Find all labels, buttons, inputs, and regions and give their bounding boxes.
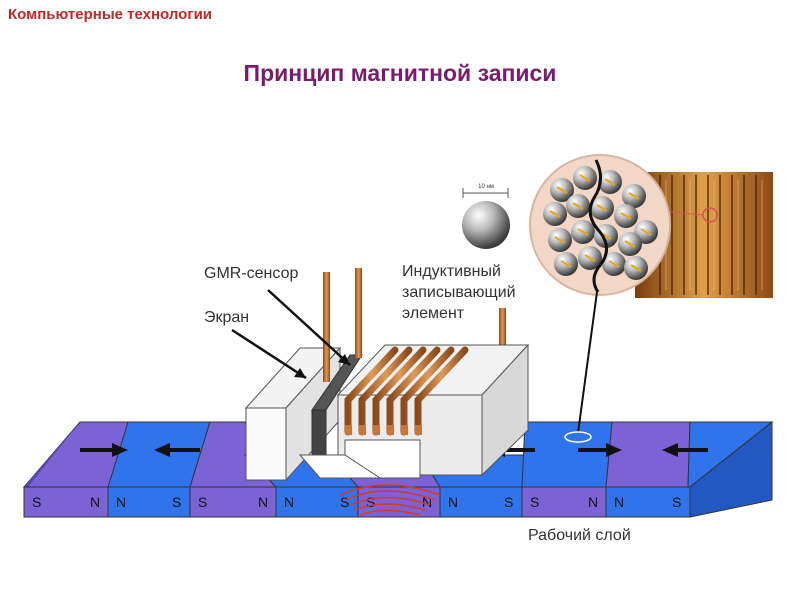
label-inductive-2: записывающий — [402, 284, 516, 301]
pole-label: N — [258, 494, 268, 510]
pole-label: S — [504, 494, 513, 510]
grain-moment-arrow — [577, 228, 589, 236]
arrow-left-icon — [662, 443, 708, 457]
pole-label: S — [32, 494, 41, 510]
lead-pin — [499, 308, 506, 358]
grain-moment-arrow — [628, 192, 640, 200]
pole-label: S — [340, 494, 349, 510]
coil-windings-base — [345, 425, 422, 435]
pole-label: S — [172, 494, 181, 510]
pole-label: N — [90, 494, 100, 510]
field-lines — [339, 484, 441, 516]
lead-pin — [323, 272, 330, 382]
domain-front — [23, 486, 109, 518]
grain-moment-arrow — [624, 240, 636, 248]
pole-label: N — [448, 494, 458, 510]
label-inductive-3: элемент — [402, 305, 465, 322]
screen-front — [245, 407, 287, 481]
pole-label: S — [198, 494, 207, 510]
copper-leads — [323, 268, 506, 382]
grain-moment-arrow — [560, 260, 572, 268]
writer-side — [481, 343, 529, 477]
grain-moment-arrow — [556, 186, 568, 194]
grain-moment-arrow — [596, 204, 608, 212]
arrow-left-icon — [154, 443, 200, 457]
pole-label: S — [672, 494, 681, 510]
label-screen: Экран — [204, 309, 249, 326]
grain-moment-arrow — [604, 178, 616, 186]
pole-label: N — [284, 494, 294, 510]
arrow-right-icon — [80, 443, 128, 457]
grain-moment-arrow — [554, 236, 566, 244]
domain-front — [107, 486, 191, 518]
label-inductive-1: Индуктивный — [402, 263, 501, 280]
grain-moment-arrow — [584, 254, 596, 262]
domain-front — [605, 486, 691, 518]
pole-label: N — [116, 494, 126, 510]
grain-moment-arrow — [572, 202, 584, 210]
grain-moment-arrow — [640, 228, 652, 236]
course-title: Компьютерные технологии — [8, 6, 213, 23]
pole-label: N — [588, 494, 598, 510]
domain-front — [521, 486, 607, 518]
domain-top — [521, 421, 613, 488]
grain-highlight — [564, 431, 592, 443]
coil-windings — [344, 346, 469, 436]
nanoparticle-sphere — [462, 201, 510, 249]
pole-label: S — [530, 494, 539, 510]
leader-lines — [231, 289, 351, 380]
grain-boundary — [588, 159, 608, 293]
pole-label: S — [366, 494, 375, 510]
grain-magnifier — [529, 154, 671, 443]
grain-moment-arrow — [620, 212, 632, 220]
pole-label: N — [422, 494, 432, 510]
domain-front — [439, 486, 523, 518]
grain-moment-arrow — [579, 174, 591, 182]
domain-top — [24, 422, 80, 487]
lead-pin — [355, 268, 362, 358]
scale-label: 10 нм — [478, 184, 494, 190]
domain-front — [189, 486, 277, 518]
slide-title: Принцип магнитной записи — [243, 60, 557, 86]
grain-moment-arrow — [630, 264, 642, 272]
arrow-right-icon — [578, 443, 622, 457]
scale-reference: 10 нм — [462, 184, 510, 249]
grain-moment-arrow — [608, 260, 620, 268]
writer-pole — [298, 454, 382, 479]
gmr-sensor — [311, 354, 363, 466]
grain-moment-arrow — [549, 210, 561, 218]
label-gmr-sensor: GMR-сенсор — [204, 265, 298, 282]
label-working-layer: Рабочий слой — [528, 527, 631, 544]
working-layer-front — [23, 486, 691, 518]
pole-label: N — [614, 494, 624, 510]
